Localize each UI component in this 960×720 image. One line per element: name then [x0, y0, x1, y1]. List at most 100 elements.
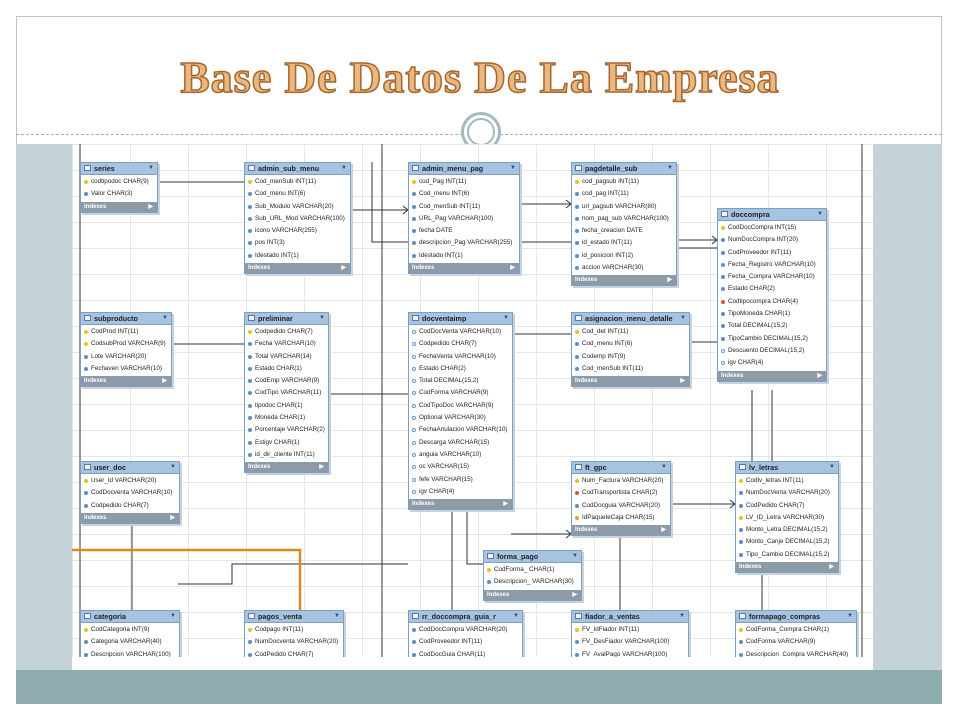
table-column[interactable]: Cod_menu INT(6) [245, 188, 350, 200]
table-column[interactable]: Categoria VARCHAR(40) [81, 636, 179, 648]
expand-arrow-icon[interactable]: ▶ [341, 265, 346, 272]
table-column[interactable]: NumDocVenta VARCHAR(20) [736, 487, 838, 499]
table-column[interactable]: Fecha_Compra VARCHAR(10) [718, 271, 826, 283]
table-column[interactable]: CodProd INT(11) [81, 326, 171, 338]
table-column[interactable]: Codlv_letras INT(11) [736, 475, 838, 487]
table-column[interactable]: Idestado INT(1) [409, 250, 519, 262]
table-header[interactable]: categoria▼ [81, 611, 179, 623]
indexes-bar[interactable]: Indexes▶ [409, 499, 512, 510]
table-column[interactable]: Fecha VARCHAR(10) [245, 338, 328, 350]
indexes-bar[interactable]: Indexes▶ [484, 589, 581, 600]
table-column[interactable]: Estado CHAR(2) [409, 363, 512, 375]
indexes-bar[interactable]: Indexes▶ [81, 201, 157, 212]
table-preliminar[interactable]: preliminar▼Codpedido CHAR(7)Fecha VARCHA… [244, 312, 329, 474]
table-column[interactable]: CodForma VARCHAR(9) [409, 387, 512, 399]
expand-arrow-icon[interactable]: ▶ [170, 514, 175, 521]
table-column[interactable]: Descarga VARCHAR(15) [409, 437, 512, 449]
table-column[interactable]: Descripcion_Compra VARCHAR(40) [736, 649, 856, 661]
collapse-arrow-icon[interactable]: ▼ [829, 464, 835, 470]
table-column[interactable]: Cod_det INT(11) [572, 326, 689, 338]
table-column[interactable]: Monto_Canje DECIMAL(15,2) [736, 536, 838, 548]
collapse-arrow-icon[interactable]: ▼ [667, 165, 673, 171]
table-column[interactable]: cod_pagsub INT(11) [572, 176, 676, 188]
indexes-bar[interactable]: Indexes▶ [81, 376, 171, 387]
table-column[interactable]: URL_Pag VARCHAR(100) [409, 213, 519, 225]
table-header[interactable]: admin_sub_menu▼ [245, 163, 350, 175]
table-column[interactable]: accion VARCHAR(30) [572, 262, 676, 274]
table-column[interactable]: Descripcion_ VARCHAR(30) [484, 576, 581, 588]
expand-arrow-icon[interactable]: ▶ [510, 265, 515, 272]
table-column[interactable]: id_posicion INT(2) [572, 250, 676, 262]
expand-arrow-icon[interactable]: ▶ [572, 591, 577, 598]
table-column[interactable]: codtipodoc CHAR(9) [81, 176, 157, 188]
table-column[interactable]: fecha DATE [409, 225, 519, 237]
table-column[interactable]: Cod_menSub INT(11) [245, 176, 350, 188]
expand-arrow-icon[interactable]: ▶ [829, 564, 834, 571]
table-column[interactable]: pos INT(3) [245, 237, 350, 249]
table-header[interactable]: fiador_a_ventas▼ [572, 611, 688, 623]
table-column[interactable]: Fecha_Registro VARCHAR(10) [718, 259, 826, 271]
collapse-arrow-icon[interactable]: ▼ [510, 165, 516, 171]
table-asignacion-menu-detalle[interactable]: asignacion_menu_detalle▼Cod_det INT(11) C… [571, 312, 690, 388]
table-column[interactable]: anguia VARCHAR(10) [409, 449, 512, 461]
table-ft-gpc[interactable]: ft_gpc▼Num_Factura VARCHAR(20)CodTranspo… [571, 461, 671, 537]
table-header[interactable]: lv_letras▼ [736, 462, 838, 474]
table-column[interactable]: Sub_URL_Mod VARCHAR(100) [245, 213, 350, 225]
table-column[interactable]: NumDocventa VARCHAR(20) [245, 636, 343, 648]
table-column[interactable]: Cod_menSub INT(11) [409, 201, 519, 213]
table-header[interactable]: series▼ [81, 163, 157, 175]
table-column[interactable]: Estigv CHAR(1) [245, 437, 328, 449]
table-column[interactable]: TipoCambio DECIMAL(15,2) [718, 333, 826, 345]
table-lv-letras[interactable]: lv_letras▼Codlv_letras INT(11)NumDocVent… [735, 461, 839, 574]
table-column[interactable]: Codemp INT(9) [572, 351, 689, 363]
indexes-bar[interactable]: Indexes▶ [409, 263, 519, 274]
table-column[interactable]: Tipo_Cambio DECIMAL(15,2) [736, 549, 838, 561]
expand-arrow-icon[interactable]: ▶ [148, 203, 153, 210]
expand-arrow-icon[interactable]: ▶ [162, 378, 167, 385]
table-column[interactable]: FechaAnulacion VARCHAR(10) [409, 424, 512, 436]
table-column[interactable]: Fechaven VARCHAR(10) [81, 363, 171, 375]
table-column[interactable]: Total DECIMAL(15,2) [718, 320, 826, 332]
table-user-doc[interactable]: user_doc▼User_Id VARCHAR(20)CodDocventa … [80, 461, 180, 524]
table-column[interactable]: CodPedido CHAR(7) [736, 500, 838, 512]
table-column[interactable]: tipodoc CHAR(1) [245, 400, 328, 412]
table-header[interactable]: formapago_compras▼ [736, 611, 856, 623]
table-column[interactable]: Codpago INT(11) [245, 624, 343, 636]
table-forma-pago[interactable]: forma_pago▼CodForma_ CHAR(1)Descripcion_… [483, 550, 582, 601]
table-column[interactable]: cod_Pag INT(11) [409, 176, 519, 188]
indexes-bar[interactable]: Indexes▶ [572, 525, 670, 536]
table-categoria[interactable]: categoria▼CodCategoria INT(9)Categoria V… [80, 610, 180, 662]
collapse-arrow-icon[interactable]: ▼ [847, 613, 853, 619]
collapse-arrow-icon[interactable]: ▼ [334, 613, 340, 619]
table-column[interactable]: Total VARCHAR(14) [245, 351, 328, 363]
table-column[interactable]: FV_DesFiador VARCHAR(100) [572, 636, 688, 648]
table-header[interactable]: asignacion_menu_detalle▼ [572, 313, 689, 325]
table-column[interactable]: FV_AvalPago VARCHAR(100) [572, 649, 688, 661]
indexes-bar[interactable]: Indexes▶ [81, 512, 179, 523]
collapse-arrow-icon[interactable]: ▼ [817, 211, 823, 217]
table-column[interactable]: CodPedido CHAR(7) [245, 649, 343, 661]
table-column[interactable]: CodForma_ CHAR(1) [484, 564, 581, 576]
table-column[interactable]: Codpedido CHAR(7) [245, 326, 328, 338]
table-column[interactable]: CodDocguia VARCHAR(20) [572, 500, 670, 512]
table-pagos-venta[interactable]: pagos_venta▼Codpago INT(11)NumDocventa V… [244, 610, 344, 662]
table-column[interactable]: FechaVenta VARCHAR(10) [409, 351, 512, 363]
table-column[interactable]: CodTipo VARCHAR(11) [245, 387, 328, 399]
collapse-arrow-icon[interactable]: ▼ [572, 553, 578, 559]
table-column[interactable]: FV_IdFiador INT(11) [572, 624, 688, 636]
table-header[interactable]: admin_menu_pag▼ [409, 163, 519, 175]
indexes-bar[interactable]: Indexes▶ [245, 263, 350, 274]
collapse-arrow-icon[interactable]: ▼ [661, 464, 667, 470]
table-doccompra[interactable]: doccompra▼CodDocCompra INT(15)NumDocComp… [717, 208, 827, 382]
table-column[interactable]: Lote VARCHAR(20) [81, 351, 171, 363]
collapse-arrow-icon[interactable]: ▼ [170, 613, 176, 619]
expand-arrow-icon[interactable]: ▶ [667, 277, 672, 284]
table-column[interactable]: Cod_menu INT(6) [409, 188, 519, 200]
table-column[interactable]: User_Id VARCHAR(20) [81, 475, 179, 487]
table-header[interactable]: rr_doccompra_guia_r▼ [409, 611, 522, 623]
table-header[interactable]: ft_gpc▼ [572, 462, 670, 474]
table-column[interactable]: igv CHAR(4) [409, 486, 512, 498]
collapse-arrow-icon[interactable]: ▼ [341, 165, 347, 171]
table-column[interactable]: CodEmp VARCHAR(9) [245, 375, 328, 387]
table-header[interactable]: doccompra▼ [718, 209, 826, 221]
